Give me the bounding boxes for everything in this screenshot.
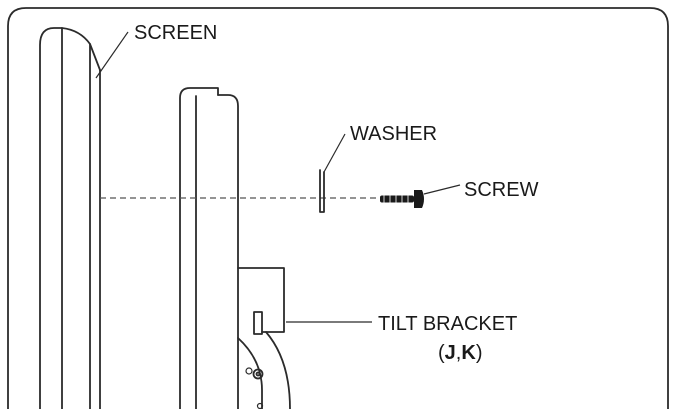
- mounting-plate: [179, 87, 239, 409]
- paren-close: ): [476, 342, 483, 364]
- washer-label: WASHER: [350, 123, 437, 145]
- screen-part: [39, 27, 101, 409]
- screw-label: SCREW: [464, 179, 539, 201]
- tilt-bracket-label: TILT BRACKET: [378, 313, 517, 335]
- pivot-hole: [252, 368, 264, 380]
- diagram-frame: [7, 7, 669, 409]
- comma-separator: ,: [456, 342, 462, 364]
- screen-leader-line: [95, 31, 129, 79]
- part-j-label: J: [445, 342, 456, 364]
- screw-part: [380, 190, 424, 208]
- washer-part: [319, 169, 325, 213]
- part-k-label: K: [461, 342, 476, 364]
- washer-leader-line: [323, 133, 346, 173]
- screw-leader-line: [423, 184, 461, 195]
- screen-label: SCREEN: [134, 22, 217, 44]
- tilt-bracket-part: [237, 267, 291, 409]
- part-reference-label: (J,K): [438, 342, 482, 364]
- paren-open: (: [438, 342, 445, 364]
